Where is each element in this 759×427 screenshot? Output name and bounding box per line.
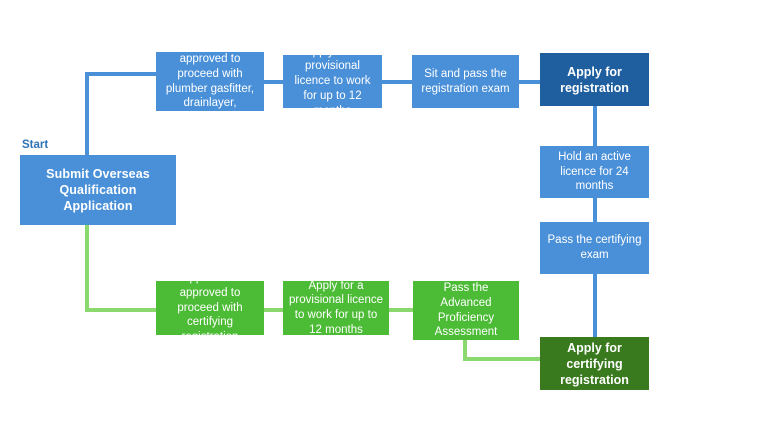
connector-start-to-blue-horizontal <box>85 72 158 76</box>
connector-green-3-down <box>463 340 467 361</box>
node-label: Apply for a provisional licence to work … <box>289 279 383 336</box>
connector-start-to-blue-vertical <box>85 72 89 168</box>
connector-blue-6-to-certifying <box>593 272 597 344</box>
node-application-approved-certifying[interactable]: Application approved to proceed with cer… <box>156 272 264 343</box>
node-hold-active-licence[interactable]: Hold an active licence for 24 months <box>540 146 649 198</box>
node-provisional-licence-green[interactable]: Apply for a provisional licence to work … <box>283 279 389 336</box>
node-submit-overseas-qualification-application[interactable]: Submit Overseas Qualification Applicatio… <box>20 155 176 225</box>
node-label: Pass the Advanced Proficiency Assessment <box>434 282 498 339</box>
node-label: Apply for a provisional licence to work … <box>294 45 371 117</box>
node-advanced-proficiency-assessment[interactable]: Pass the Advanced Proficiency Assessment <box>413 281 519 340</box>
node-label: Apply for certifying registration <box>560 340 629 387</box>
node-sit-and-pass-registration-exam[interactable]: Sit and pass the registration exam <box>412 55 519 108</box>
node-apply-for-registration[interactable]: Apply for registration <box>540 53 649 106</box>
connector-blue-5-6 <box>593 196 597 224</box>
node-label: Pass the certifying exam <box>547 234 642 261</box>
connector-start-to-green-horizontal <box>85 308 158 312</box>
node-apply-for-certifying-registration[interactable]: Apply for certifying registration <box>540 337 649 390</box>
node-label: Submit Overseas Qualification Applicatio… <box>46 167 150 213</box>
node-label: Sit and pass the registration exam <box>421 67 510 95</box>
node-label: Application approved to proceed with plu… <box>165 38 255 124</box>
node-provisional-licence-blue[interactable]: Apply for a provisional licence to work … <box>283 46 382 117</box>
connector-blue-3-4 <box>518 80 542 84</box>
node-pass-certifying-exam[interactable]: Pass the certifying exam <box>540 222 649 274</box>
node-label: Apply for registration <box>560 64 629 95</box>
connector-start-to-green-vertical <box>85 224 89 312</box>
connector-green-1-2 <box>263 308 285 312</box>
connector-green-3-to-certifying <box>463 357 541 361</box>
start-label: Start <box>22 139 49 151</box>
connector-blue-1-2 <box>263 80 285 84</box>
connector-blue-4-5 <box>593 104 597 148</box>
node-label: Hold an active licence for 24 months <box>558 150 631 193</box>
node-label: Application approved to proceed with cer… <box>177 272 243 344</box>
node-application-approved-plumber[interactable]: Application approved to proceed with plu… <box>156 38 264 124</box>
connector-green-2-3 <box>388 308 414 312</box>
connector-blue-2-3 <box>381 80 414 84</box>
